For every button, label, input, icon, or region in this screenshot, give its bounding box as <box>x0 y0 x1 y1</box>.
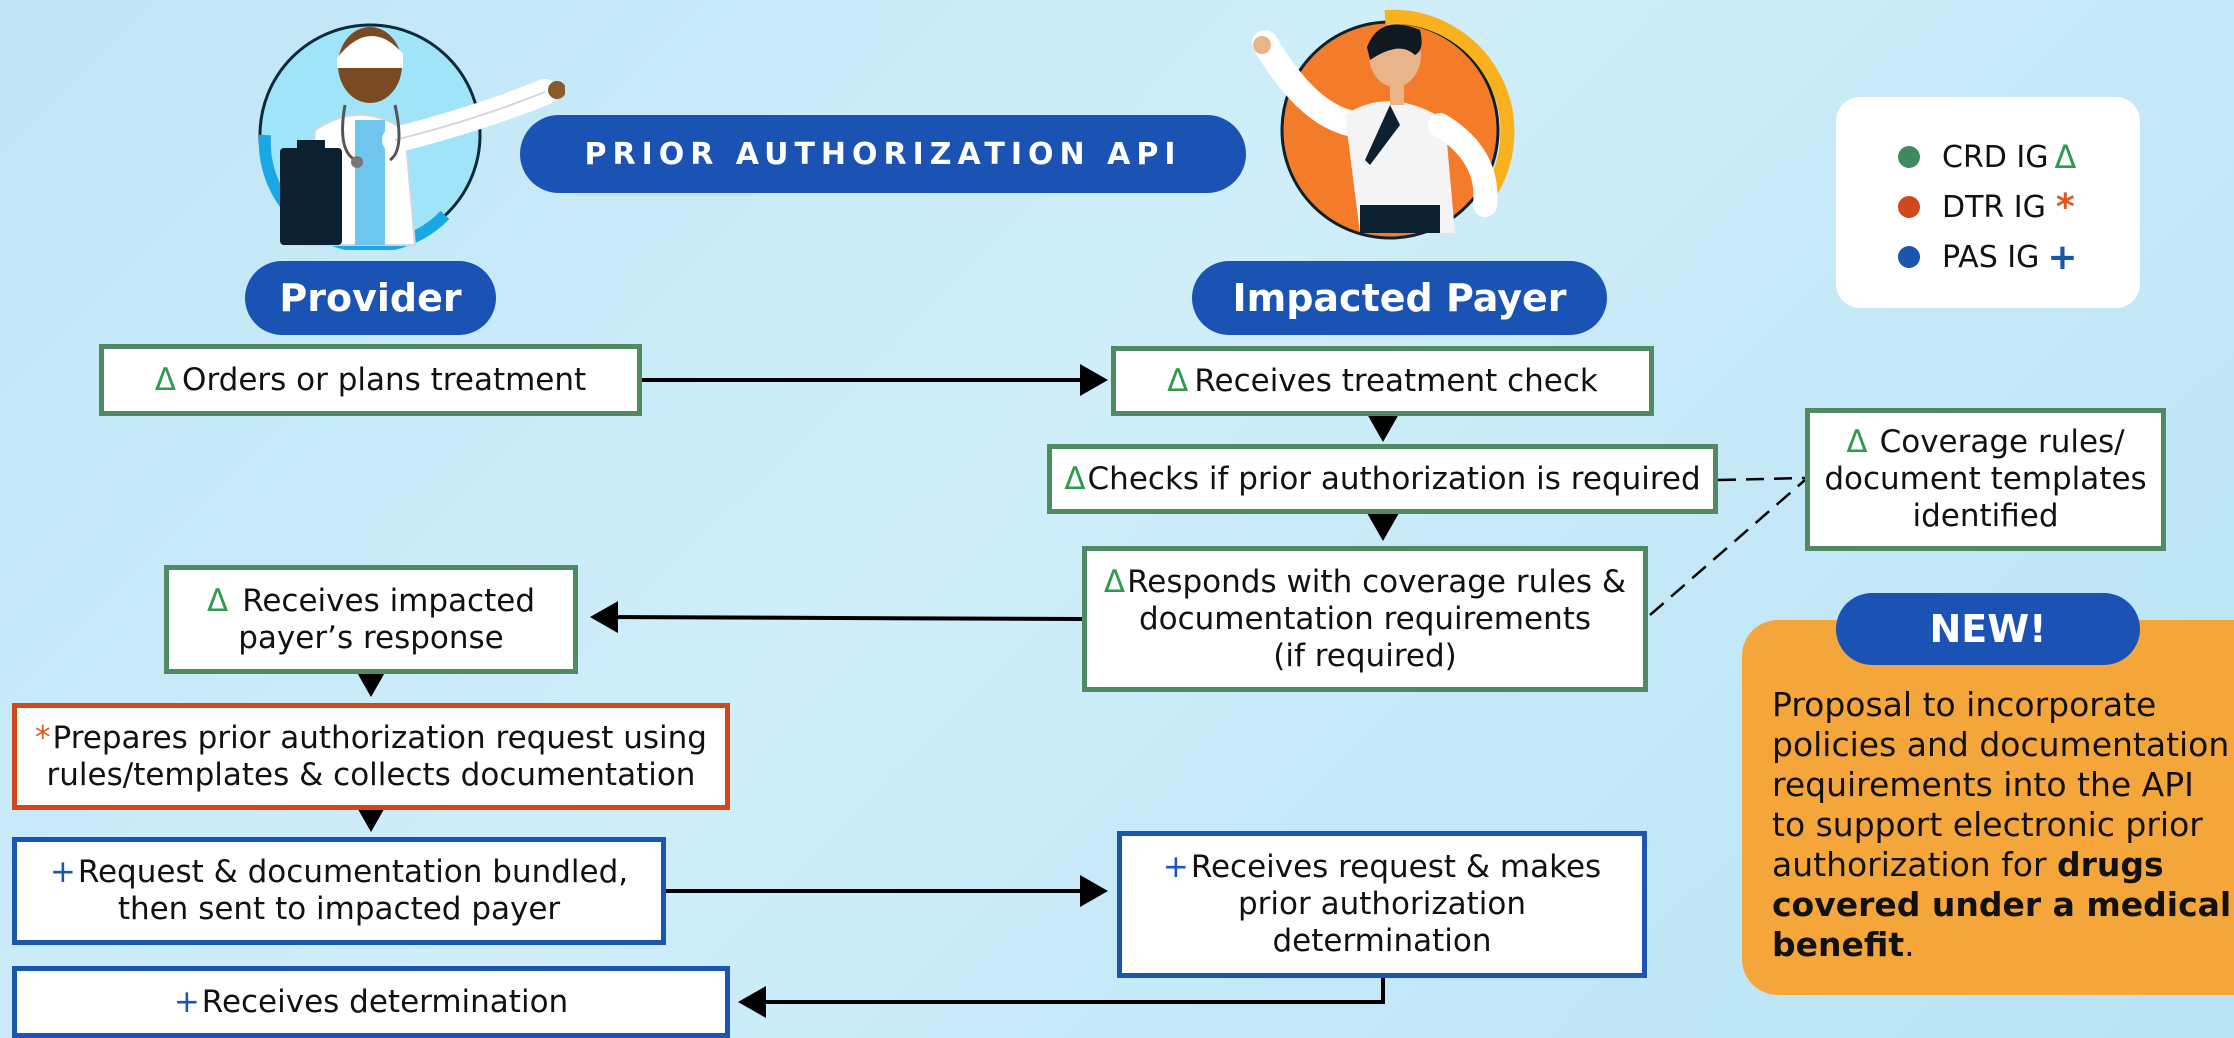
legend-symbol-crd: Δ <box>2054 138 2077 176</box>
step-receives-request: +Receives request & makes prior authoriz… <box>1117 831 1647 978</box>
new-proposal-panel: Proposal to incorporate policies and doc… <box>1742 620 2234 995</box>
legend-symbol-dtr: * <box>2055 186 2075 228</box>
provider-label: Provider <box>245 261 496 335</box>
step-orders-treatment: Δ Orders or plans treatment <box>99 344 642 416</box>
step-text-line1: Responds with coverage rules & <box>1127 563 1627 600</box>
step-text-line1: Receives impacted <box>242 582 536 619</box>
step-prepares-pa-request: *Prepares prior authorization request us… <box>12 703 730 810</box>
step-text-line2: prior authorization <box>1237 886 1527 922</box>
step-receives-treatment-check: Δ Receives treatment check <box>1111 346 1654 416</box>
step-receives-payer-response: Δ Receives impacted payer’s response <box>164 565 578 674</box>
legend-item-dtr: DTR IG * <box>1898 182 2140 232</box>
step-text-line1: Receives request & makes <box>1190 849 1602 885</box>
legend-dot-dtr <box>1898 196 1920 218</box>
crd-symbol: Δ <box>154 361 177 398</box>
legend-label-dtr: DTR IG <box>1942 189 2046 225</box>
step-line: Δ Coverage rules/ <box>1846 424 2124 461</box>
crd-symbol: Δ <box>206 582 229 619</box>
step-receives-determination: + Receives determination <box>12 966 730 1038</box>
step-coverage-rules-identified: Δ Coverage rules/ document templates iden… <box>1805 408 2166 551</box>
step-text-line3: (if required) <box>1273 637 1457 674</box>
pas-symbol: + <box>173 983 200 1020</box>
step-text-line1: Coverage rules/ <box>1879 424 2125 460</box>
step-text-line3: determination <box>1272 923 1492 959</box>
legend-item-pas: PAS IG + <box>1898 232 2140 282</box>
payer-illustration <box>1240 5 1530 250</box>
dashed-pa-to-rules <box>1717 476 1806 482</box>
pas-symbol: + <box>1162 849 1189 885</box>
payer-label: Impacted Payer <box>1192 261 1607 335</box>
legend-label-crd: CRD IG <box>1942 139 2049 175</box>
new-text-plain: Proposal to incorporate policies and doc… <box>1772 685 2230 884</box>
step-line: *Prepares prior authorization request us… <box>35 720 707 757</box>
step-text: Checks if prior authorization is require… <box>1087 460 1701 497</box>
new-proposal-text: Proposal to incorporate policies and doc… <box>1772 685 2234 965</box>
step-text: Orders or plans treatment <box>182 361 587 398</box>
step-text-line2: payer’s response <box>238 619 504 656</box>
step-line: Δ Receives impacted <box>207 583 535 620</box>
dtr-symbol: * <box>35 719 51 756</box>
legend-label-pas: PAS IG <box>1942 239 2040 275</box>
step-line: ΔResponds with coverage rules & <box>1104 564 1626 601</box>
pas-symbol: + <box>49 854 76 890</box>
step-responds-with-coverage-rules: ΔResponds with coverage rules & document… <box>1082 546 1648 692</box>
step-text-line3: identified <box>1912 498 2059 534</box>
arrow-request-to-determination <box>738 978 1385 1018</box>
step-request-bundled: +Request & documentation bundled, then s… <box>12 837 666 945</box>
legend-dot-crd <box>1898 146 1920 168</box>
step-text-line2: documentation requirements <box>1138 600 1592 637</box>
step-line: +Receives request & makes <box>1163 849 1601 886</box>
dashed-responds-to-rules <box>1649 479 1806 616</box>
crd-symbol: Δ <box>1846 424 1868 460</box>
step-text-line2: rules/templates & collects documentation <box>46 756 696 793</box>
legend-symbol-pas: + <box>2047 236 2078 278</box>
step-text: Receives determination <box>201 983 569 1020</box>
crd-symbol: Δ <box>1167 362 1189 399</box>
legend-dot-pas <box>1898 246 1920 268</box>
legend: CRD IG Δ DTR IG * PAS IG + <box>1836 97 2140 308</box>
step-text-line1: Prepares prior authorization request usi… <box>52 719 707 756</box>
provider-illustration <box>245 10 566 253</box>
crd-symbol: Δ <box>1103 563 1126 600</box>
step-text: Receives treatment check <box>1194 362 1598 399</box>
step-line: +Request & documentation bundled, <box>50 854 628 891</box>
banner-title: PRIOR AUTHORIZATION API <box>520 115 1246 193</box>
new-text-bold: drugs covered under a medical benefit <box>1772 845 2232 964</box>
legend-item-crd: CRD IG Δ <box>1898 132 2140 182</box>
step-text-line2: then sent to impacted payer <box>117 891 561 927</box>
arrow-responds-to-provider <box>590 601 1083 634</box>
step-text-line2: document templates <box>1824 461 2147 497</box>
step-checks-prior-authorization: Δ Checks if prior authorization is requi… <box>1047 444 1718 514</box>
crd-symbol: Δ <box>1064 460 1086 497</box>
new-text-end: . <box>1904 925 1915 964</box>
new-badge: NEW! <box>1836 593 2140 665</box>
step-text-line1: Request & documentation bundled, <box>77 854 629 890</box>
